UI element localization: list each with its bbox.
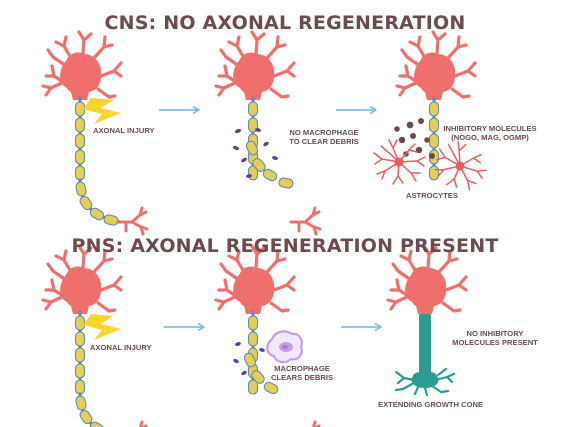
pns-neuron-1	[41, 244, 149, 427]
pns-macrophage-label-line-2: CLEARS DEBRIS	[270, 373, 334, 382]
pns-injury-bolt-icon	[83, 314, 121, 340]
cns-arrow-1	[158, 105, 200, 115]
pns-neuron-2	[214, 244, 322, 427]
pns-macrophage-label: MACROPHAGE CLEARS DEBRIS	[268, 364, 336, 382]
regenerating-axon	[419, 314, 431, 376]
cns-injury-bolt-icon	[83, 98, 121, 124]
pns-arrow-1	[163, 322, 205, 332]
astrocyte-left	[373, 139, 426, 185]
pns-debris	[233, 342, 280, 396]
pns-macrophage-label-line-1: MACROPHAGE	[274, 364, 330, 373]
astrocytes-label: ASTROCYTES	[406, 191, 458, 200]
macrophage-cell	[266, 330, 303, 364]
cns-injury-label: AXONAL INJURY	[93, 126, 155, 135]
no-inhibitory-label: NO INHIBITORY MOLECULES PRESENT	[450, 329, 540, 347]
inhibitory-label-line-2: (NOGO, MAG, OGMP)	[451, 133, 529, 142]
pns-injury-label: AXONAL INJURY	[90, 343, 152, 352]
cns-macrophage-label-line-2: TO CLEAR DEBRIS	[289, 137, 359, 146]
growth-cone-label: EXTENDING GROWTH CONE	[378, 400, 484, 409]
cns-macrophage-label-line-1: NO MACROPHAGE	[289, 128, 359, 137]
pns-arrow-2	[340, 322, 382, 332]
inhibitory-molecules-label: INHIBITORY MOLECULES (NOGO, MAG, OGMP)	[440, 124, 540, 142]
cns-arrow-2	[335, 105, 377, 115]
cns-debris	[233, 128, 295, 190]
cns-neuron-3	[395, 30, 477, 182]
pns-title: PNS: AXONAL REGENERATION PRESENT	[71, 235, 499, 257]
cns-title: CNS: NO AXONAL REGENERATION	[104, 12, 466, 34]
growth-cone	[394, 367, 456, 397]
no-inhibitory-label-line-1: NO INHIBITORY	[466, 329, 524, 338]
cns-macrophage-label: NO MACROPHAGE TO CLEAR DEBRIS	[288, 128, 360, 146]
inhibitory-molecules-dots	[394, 118, 435, 159]
no-inhibitory-label-line-2: MOLECULES PRESENT	[452, 338, 538, 347]
inhibitory-label-line-1: INHIBITORY MOLECULES	[443, 124, 537, 133]
